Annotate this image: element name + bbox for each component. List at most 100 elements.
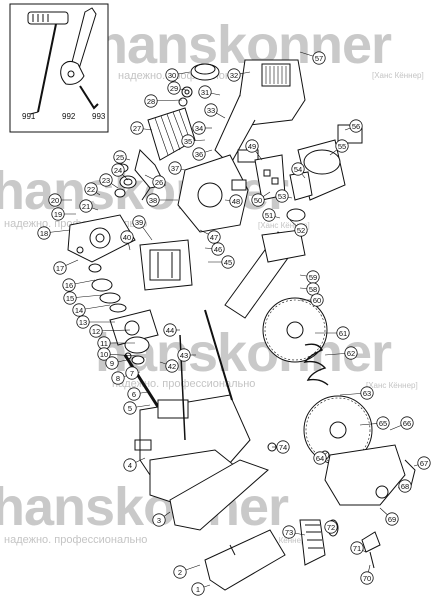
callout-label-39: 39 [135, 218, 143, 227]
callout-label-47: 47 [210, 233, 218, 242]
spindle-parts [88, 263, 162, 411]
callout-label-30: 30 [168, 71, 176, 80]
inset-label-993: 993 [92, 112, 106, 121]
callout-circle-31 [198, 85, 212, 99]
callout-label-56: 56 [352, 122, 360, 131]
field-stator [139, 239, 193, 291]
callout-label-20: 20 [51, 196, 59, 205]
callout-circle-50 [251, 193, 265, 207]
watermark-tagline-mid: надежно. профессионально [112, 378, 256, 390]
callout-label-15: 15 [66, 294, 74, 303]
callout-label-65: 65 [379, 419, 387, 428]
callout-circle-46 [211, 242, 225, 256]
callout-circle-12 [89, 324, 103, 338]
callout-circle-4 [123, 458, 137, 472]
callout-circle-60 [310, 293, 324, 307]
callout-label-54: 54 [294, 165, 302, 174]
motor-housing [214, 59, 306, 166]
callout-circle-39 [132, 215, 146, 229]
callout-label-7: 7 [130, 369, 134, 378]
callout-label-45: 45 [224, 258, 232, 267]
callout-circle-16 [62, 278, 76, 292]
callout-circle-48 [229, 194, 243, 208]
spring [303, 343, 329, 386]
callout-label-13: 13 [79, 318, 87, 327]
callout-circle-45 [221, 255, 235, 269]
callout-label-32: 32 [230, 71, 238, 80]
callout-circle-24 [111, 163, 125, 177]
callout-circle-37 [168, 161, 182, 175]
callout-circle-1 [191, 582, 205, 596]
callout-label-67: 67 [420, 459, 428, 468]
cutting-disc-upper [262, 297, 328, 363]
callout-label-46: 46 [214, 245, 222, 254]
callout-label-2: 2 [178, 568, 182, 577]
callout-label-69: 69 [388, 515, 396, 524]
callout-label-14: 14 [75, 306, 83, 315]
callout-circle-68 [398, 479, 412, 493]
callout-label-64: 64 [316, 454, 324, 463]
callout-label-27: 27 [133, 124, 141, 133]
callout-label-59: 59 [309, 273, 317, 282]
callout-label-21: 21 [82, 202, 90, 211]
callout-circle-38 [146, 193, 160, 207]
inset-label-991: 991 [22, 112, 36, 121]
callout-circle-3 [152, 513, 166, 527]
callout-label-50: 50 [254, 196, 262, 205]
callout-label-43: 43 [180, 351, 188, 360]
callout-label-9: 9 [110, 359, 114, 368]
callout-label-34: 34 [195, 124, 203, 133]
watermark-brand-top: hanskonner [95, 15, 392, 75]
watermark-alt-left: [Ханс Кённер] [258, 221, 310, 230]
callout-label-18: 18 [40, 229, 48, 238]
callout-circle-32 [227, 68, 241, 82]
callout-circle-53 [275, 189, 289, 203]
side-bracket [286, 171, 313, 222]
callout-label-37: 37 [171, 164, 179, 173]
callout-circle-26 [152, 175, 166, 189]
callout-circle-2 [173, 565, 187, 579]
callout-label-48: 48 [232, 197, 240, 206]
callout-circle-57 [312, 51, 326, 65]
callout-label-42: 42 [168, 362, 176, 371]
callout-label-35: 35 [184, 137, 192, 146]
guide-tube [224, 229, 306, 319]
callout-circle-19 [51, 207, 65, 221]
callout-label-10: 10 [100, 350, 108, 359]
callout-circle-44 [163, 323, 177, 337]
callout-label-33: 33 [207, 106, 215, 115]
callout-circle-9 [105, 356, 119, 370]
callout-label-55: 55 [338, 142, 346, 151]
callout-label-70: 70 [363, 574, 371, 583]
callout-label-44: 44 [166, 326, 174, 335]
callout-label-28: 28 [147, 97, 155, 106]
bearing-cover [190, 63, 220, 81]
callout-circle-25 [113, 150, 127, 164]
watermark-alt-top: [Ханс Кённер] [372, 71, 424, 80]
callout-circle-21 [79, 199, 93, 213]
callout-circle-10 [97, 347, 111, 361]
callout-label-38: 38 [149, 196, 157, 205]
callout-label-74: 74 [279, 443, 287, 452]
watermark-alt-mid: [Ханс Кённер] [366, 381, 418, 390]
callout-circle-65 [376, 416, 390, 430]
callout-label-72: 72 [327, 523, 335, 532]
callout-circle-51 [262, 208, 276, 222]
callout-label-19: 19 [54, 210, 62, 219]
callout-label-24: 24 [114, 166, 122, 175]
callout-circle-66 [400, 416, 414, 430]
callout-circle-27 [130, 121, 144, 135]
callout-label-60: 60 [313, 296, 321, 305]
allen-key-tool [79, 85, 99, 110]
callout-circle-28 [144, 94, 158, 108]
callout-label-3: 3 [157, 516, 161, 525]
callout-circle-13 [76, 315, 90, 329]
callout-label-52: 52 [297, 226, 305, 235]
callout-label-71: 71 [353, 544, 361, 553]
callout-circle-17 [53, 261, 67, 275]
callout-label-23: 23 [102, 176, 110, 185]
callout-label-8: 8 [116, 374, 120, 383]
blade-guard [324, 444, 416, 506]
base-plate [204, 529, 286, 591]
hex-key-tool [27, 11, 69, 115]
